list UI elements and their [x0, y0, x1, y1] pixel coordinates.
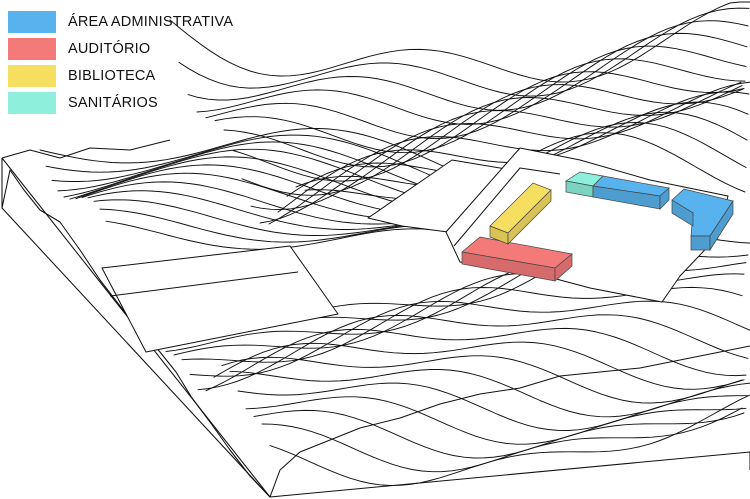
biblioteca-side	[507, 189, 552, 245]
contour-lower-15	[269, 394, 750, 486]
contour-upper-11	[268, 91, 750, 225]
contour-upper-1	[178, 7, 750, 97]
contour-left-2	[51, 141, 467, 200]
contour-left-0	[39, 128, 464, 176]
contour-upper-2	[187, 20, 749, 111]
administrativa-l-inner	[671, 199, 694, 227]
contour-lower-12	[245, 396, 747, 445]
administrativa-l-block	[671, 188, 734, 252]
legend-swatch-sanitarios	[8, 91, 56, 114]
legend-label-sanitarios: SANITÁRIOS	[68, 94, 158, 111]
lower-terrace	[101, 245, 339, 353]
contour-lower-14	[261, 407, 743, 473]
auditorio-block	[461, 236, 573, 282]
contour-lower-13	[253, 409, 745, 459]
administrativa-bar-block	[592, 175, 670, 210]
auditorio-side	[554, 253, 573, 282]
contour-lower-9	[221, 355, 743, 404]
contour-lines	[39, 1, 750, 486]
legend: ÁREA ADMINISTRATIVA AUDITÓRIO BIBLIOTECA…	[8, 8, 233, 116]
administrativa-bar-side	[659, 187, 670, 210]
contour-lower-11	[237, 382, 749, 431]
sanitarios-block	[565, 171, 604, 198]
contour-upper-6	[223, 71, 745, 168]
legend-swatch-biblioteca	[8, 64, 56, 87]
legend-swatch-auditorio	[8, 37, 56, 60]
legend-label-administrativa: ÁREA ADMINISTRATIVA	[68, 13, 234, 30]
administrativa-l-side	[709, 199, 734, 252]
contour-lower-7	[205, 327, 747, 392]
contour-upper-5	[214, 58, 746, 154]
contour-upper-7	[232, 84, 744, 182]
legend-item-sanitarios: SANITÁRIOS	[8, 89, 233, 116]
buildings	[461, 171, 734, 282]
contour-upper-4	[205, 45, 747, 140]
contour-lower-6	[197, 314, 749, 391]
legend-item-administrativa: ÁREA ADMINISTRATIVA	[8, 8, 233, 35]
contour-lower-8	[213, 341, 745, 390]
legend-item-biblioteca: BIBLIOTECA	[8, 62, 233, 89]
contour-upper-0	[169, 1, 750, 83]
biblioteca-block	[489, 182, 552, 245]
legend-label-auditorio: AUDITÓRIO	[68, 40, 151, 57]
contour-lower-10	[229, 369, 750, 418]
contour-left-1	[45, 134, 470, 191]
legend-swatch-administrativa	[8, 10, 56, 33]
lower-terrace-inner	[109, 271, 299, 297]
administrativa-l-front	[690, 235, 711, 251]
legend-item-auditorio: AUDITÓRIO	[8, 35, 233, 62]
contour-upper-8	[241, 85, 743, 196]
terraces	[101, 147, 729, 353]
legend-label-biblioteca: BIBLIOTECA	[68, 67, 156, 84]
contour-left-3	[57, 148, 464, 207]
